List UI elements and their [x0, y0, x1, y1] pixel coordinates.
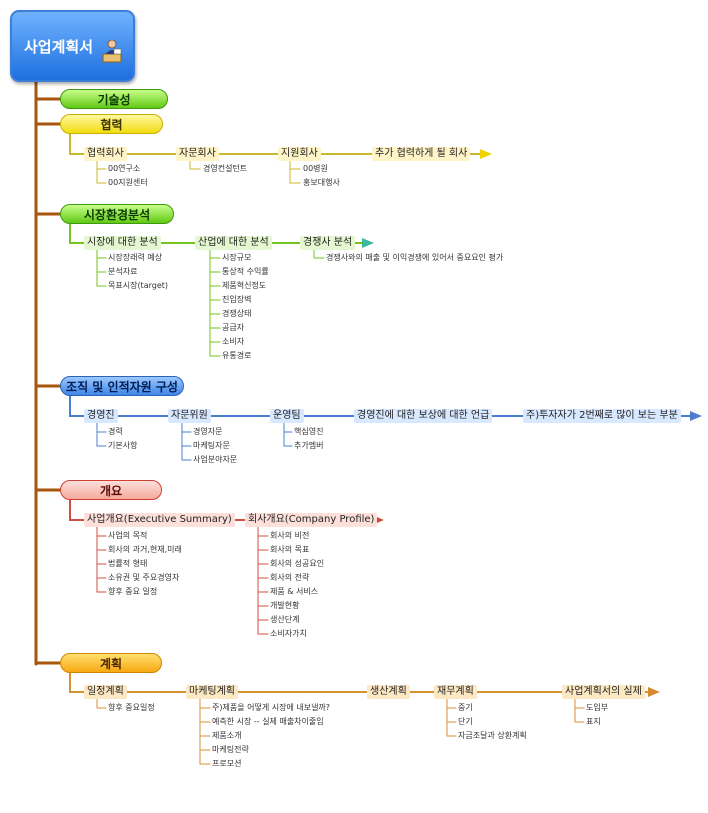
- overview-leaf: 법률적 형태: [108, 559, 148, 568]
- plan-leaf: 예측한 시장 -- 실제 매출차이줄임: [212, 717, 324, 726]
- plan-node-4[interactable]: 재무계획: [434, 685, 477, 699]
- coop-arrow: [480, 149, 492, 159]
- coop-node-3[interactable]: 지원회사: [278, 147, 321, 161]
- plan-leaf: 마케팅전략: [212, 745, 249, 754]
- coop-leaf: 00병원: [303, 164, 328, 173]
- category-org[interactable]: 조직 및 인적자원 구성: [60, 376, 184, 396]
- coop-node-2[interactable]: 자문회사: [176, 147, 219, 161]
- category-overview-label: 개요: [99, 483, 123, 498]
- plan-arrow: [648, 687, 660, 697]
- market-leaf: 통상적 수익률: [222, 267, 269, 276]
- businessman-desk-icon: [102, 39, 122, 63]
- org-leaf: 경력: [108, 427, 123, 436]
- org-leaf: 추가멤버: [294, 441, 324, 450]
- category-coop-label: 협력: [100, 117, 123, 132]
- overview-node-2[interactable]: 회사개요(Company Profile): [245, 513, 378, 527]
- category-market[interactable]: 시장환경분석: [60, 204, 174, 224]
- plan-node-2[interactable]: 마케팅계획: [186, 685, 238, 699]
- coop-leaf: 00지원센터: [108, 178, 148, 187]
- market-node-1[interactable]: 시장에 대한 분석: [84, 236, 161, 250]
- org-node-3[interactable]: 운영팀: [270, 409, 304, 423]
- plan-leaf: 주)제품을 어떻게 시장에 내보낼까?: [212, 703, 331, 712]
- market-node-2[interactable]: 산업에 대한 분석: [195, 236, 272, 250]
- org-leaf: 기본사항: [108, 441, 138, 450]
- market-leaf: 분석자료: [108, 267, 138, 276]
- org-leaf: 경영자문: [193, 427, 223, 436]
- market-leaf: 경쟁사와의 매출 및 이익경쟁에 있어서 중요요인 평가: [326, 253, 504, 262]
- org-arrow: [690, 411, 702, 421]
- market-leaf: 진입장벽: [222, 295, 252, 304]
- plan-leaf: 프로모션: [212, 759, 242, 768]
- org-leaf: 마케팅자문: [193, 441, 230, 450]
- plan-leaf: 향후 중요일정: [108, 703, 155, 712]
- coop-leaf: 경영컨설턴트: [203, 164, 248, 173]
- org-node-1[interactable]: 경영진: [84, 409, 118, 423]
- market-leaf: 경쟁상태: [222, 309, 252, 318]
- overview-leaf: 향후 중요 일정: [108, 587, 158, 596]
- plan-leaf: 중기: [458, 703, 473, 712]
- plan-leaf: 제품소개: [212, 731, 242, 740]
- org-leaf: 핵심영진: [294, 427, 324, 436]
- plan-leaf: 표지: [586, 717, 601, 726]
- plan-leaf: 단기: [458, 717, 473, 726]
- org-node-5[interactable]: 주)투자자가 2번째로 많이 보는 부분: [523, 409, 681, 423]
- plan-node-5[interactable]: 사업계획서의 실제: [562, 685, 645, 699]
- org-node-2[interactable]: 자문위원: [168, 409, 211, 423]
- category-market-label: 시장환경분석: [83, 207, 151, 222]
- plan-leaf: 자금조달과 상환계획: [458, 731, 527, 740]
- overview-leaf: 회사의 과거,현재,미래: [108, 545, 182, 554]
- coop-leaf: 홍보대행사: [303, 178, 340, 187]
- market-leaf: 공급자: [222, 323, 245, 332]
- overview-leaf: 회사의 전략: [270, 573, 310, 582]
- overview-leaf: 사업의 목적: [108, 531, 148, 540]
- market-leaf: 소비자: [222, 337, 245, 346]
- root-title: 사업계획서: [24, 37, 94, 56]
- plan-leaf: 도입부: [586, 703, 609, 712]
- overview-leaf: 회사의 성공요인: [270, 559, 325, 568]
- overview-leaf: 소비자가치: [270, 629, 307, 638]
- category-plan[interactable]: 계획: [60, 653, 162, 673]
- overview-node-1[interactable]: 사업개요(Executive Summary): [84, 513, 235, 527]
- overview-leaf: 개발현황: [270, 601, 300, 610]
- market-arrow: [362, 238, 374, 248]
- market-leaf: 시장장래력 예상: [108, 253, 163, 262]
- coop-line: [69, 123, 373, 155]
- plan-node-1[interactable]: 일정계획: [84, 685, 127, 699]
- coop-node-1[interactable]: 협력회사: [84, 147, 127, 161]
- coop-leaf: 00연구소: [108, 164, 141, 173]
- market-leaf: 유통경로: [222, 351, 252, 360]
- category-overview[interactable]: 개요: [60, 480, 162, 500]
- overview-leaf: 회사의 목표: [270, 545, 310, 554]
- category-coop[interactable]: 협력: [60, 114, 163, 134]
- overview-leaf: 생산단계: [270, 615, 300, 624]
- market-leaf: 목표시장(target): [108, 281, 169, 290]
- org-leaf: 사업분야자문: [193, 455, 238, 464]
- overview-leaf: 소유권 및 주요경영자: [108, 573, 180, 582]
- category-plan-label: 계획: [99, 656, 123, 671]
- coop-node-4[interactable]: 추가 협력하게 될 회사: [372, 147, 471, 161]
- org-node-4[interactable]: 경영진에 대한 보상에 대한 언급: [354, 409, 493, 423]
- market-node-3[interactable]: 경쟁사 분석: [300, 236, 356, 250]
- root-node[interactable]: 사업계획서: [10, 10, 135, 82]
- category-org-label: 조직 및 인적자원 구성: [66, 379, 178, 394]
- overview-leaf: 회사의 비전: [270, 531, 310, 540]
- market-leaf: 제품혁신정도: [222, 281, 267, 290]
- overview-leaf: 제품 & 서비스: [270, 587, 319, 596]
- category-tech-label: 기술성: [97, 92, 131, 107]
- plan-node-3[interactable]: 생산계획: [367, 685, 410, 699]
- market-leaf: 시장규모: [222, 253, 252, 262]
- category-tech[interactable]: 기술성: [60, 89, 168, 109]
